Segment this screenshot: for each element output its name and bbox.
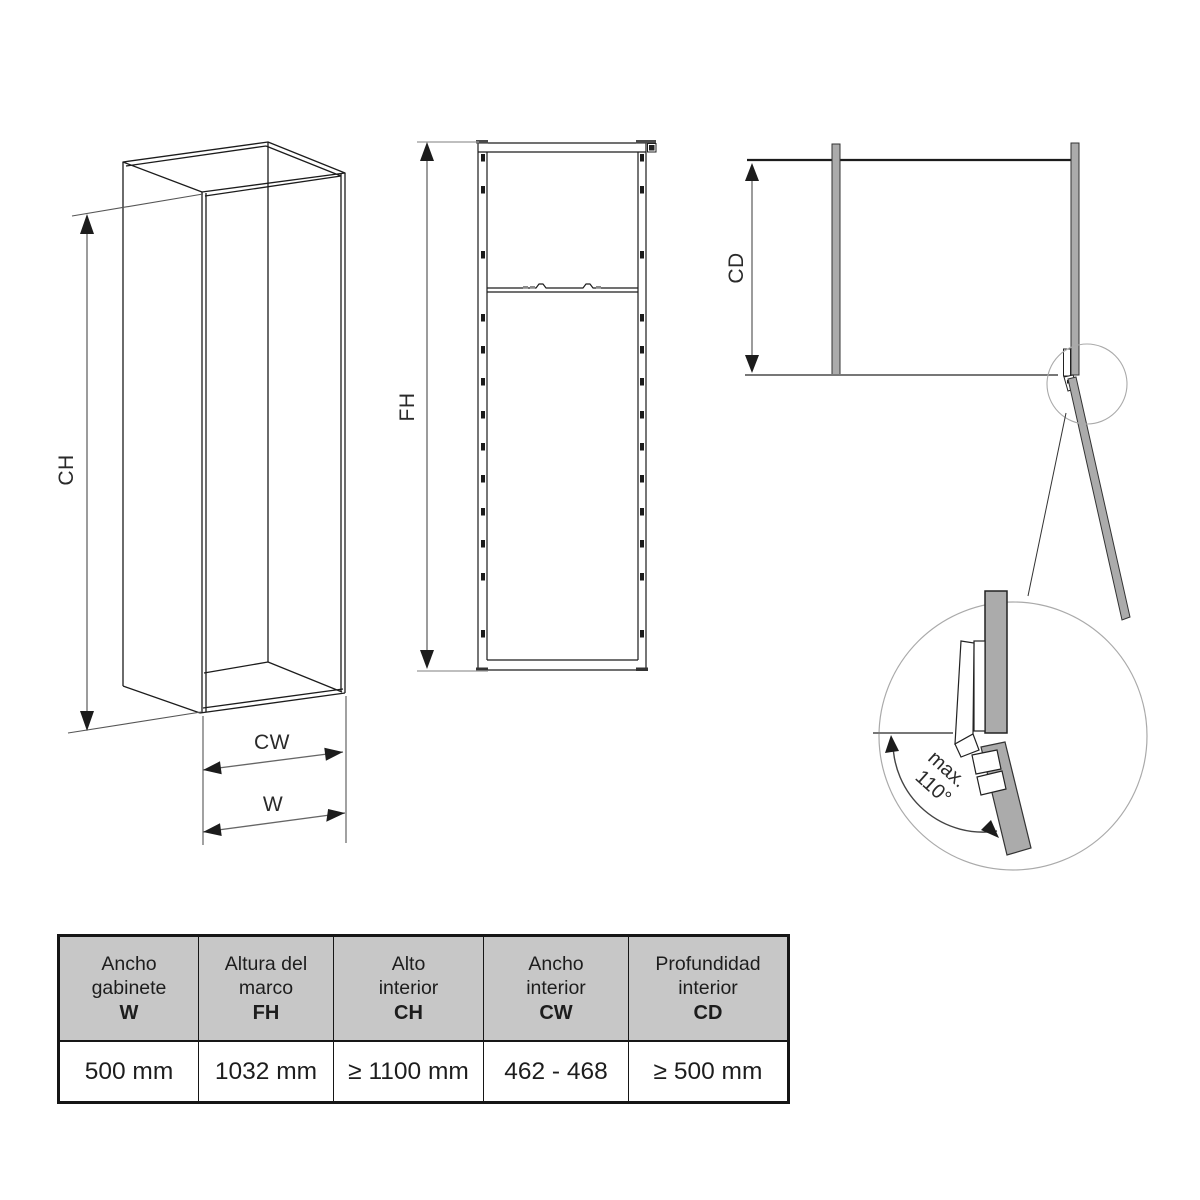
rail-cap bbox=[636, 667, 648, 671]
front-frame-details bbox=[476, 140, 657, 671]
arc-arrow-start bbox=[885, 735, 899, 753]
hinge-detail-callout: max. 110° bbox=[873, 590, 1148, 871]
hinge-elbow bbox=[954, 733, 980, 758]
cd-dimension-label: CD bbox=[725, 252, 748, 283]
table-value-interior-depth: ≥ 500 mm bbox=[629, 1042, 787, 1101]
header-line: Ancho bbox=[528, 953, 584, 975]
back-panel-bar bbox=[831, 143, 841, 376]
frame-divider-top-line bbox=[487, 283, 638, 289]
w-arrow-left bbox=[203, 823, 222, 836]
cd-arrow-up bbox=[745, 163, 759, 181]
header-code: CW bbox=[539, 1002, 573, 1024]
front-panel-bar bbox=[1070, 142, 1080, 376]
table-value-frame-height: 1032 mm bbox=[199, 1042, 334, 1101]
divider-tick bbox=[530, 286, 535, 289]
bracket-cap bbox=[648, 140, 656, 144]
cabinet-top-thickness-lines bbox=[125, 145, 342, 197]
ch-dimension-label: CH bbox=[55, 454, 78, 485]
fh-dimension-label: FH bbox=[396, 393, 419, 422]
fh-arrow-down bbox=[420, 650, 434, 669]
left-rail-holes bbox=[481, 154, 485, 638]
divider-tick bbox=[523, 286, 528, 289]
detail-leader-line bbox=[1027, 412, 1067, 597]
header-line: Alto bbox=[391, 953, 426, 975]
cw-arrow-right bbox=[324, 747, 343, 761]
hinge-mounting-plate bbox=[973, 640, 986, 732]
cabinet-bottom-edges bbox=[122, 661, 346, 714]
table-value-interior-height: ≥ 1100 mm bbox=[334, 1042, 484, 1101]
w-arrow-right bbox=[326, 809, 345, 822]
rail-cap bbox=[476, 140, 488, 144]
table-value-cabinet-width: 500 mm bbox=[60, 1042, 199, 1101]
isometric-cabinet-view bbox=[122, 141, 346, 714]
table-header-cabinet-width: Ancho gabinete W bbox=[60, 937, 199, 1042]
detail-circle bbox=[878, 601, 1148, 871]
header-line: interior bbox=[678, 977, 738, 999]
header-code: W bbox=[119, 1002, 139, 1024]
hinge-cup-block-1 bbox=[971, 749, 1002, 775]
dimension-spec-table: Ancho gabinete W Altura del marco FH Alt… bbox=[57, 934, 790, 1104]
w-dimension-label: W bbox=[263, 793, 283, 816]
table-value-interior-width: 462 - 468 bbox=[484, 1042, 629, 1101]
cd-arrow-down bbox=[745, 355, 759, 373]
table-header-interior-depth: Profundidad interior CD bbox=[629, 937, 787, 1042]
header-code: CD bbox=[693, 1002, 723, 1024]
rail-cap bbox=[636, 140, 648, 144]
cw-dimension-label: CW bbox=[254, 731, 290, 754]
arc-arrow-end bbox=[981, 820, 999, 838]
rail-cap bbox=[476, 667, 488, 671]
hinge-mounting-plate-small bbox=[1063, 348, 1071, 377]
cabinet-drawings-svg: CH CW W bbox=[55, 140, 1148, 871]
header-line: Profundidad bbox=[655, 953, 761, 975]
opening-angle-arc bbox=[892, 740, 998, 833]
side-view: CD bbox=[725, 142, 1131, 621]
cw-dimension-line bbox=[202, 751, 344, 771]
header-line: interior bbox=[526, 977, 586, 999]
right-rail-holes bbox=[640, 154, 644, 638]
table-header-interior-width: Ancho interior CW bbox=[484, 937, 629, 1042]
fh-arrow-up bbox=[420, 142, 434, 161]
header-line: Altura del bbox=[224, 953, 308, 975]
frame-inner-lines bbox=[478, 151, 646, 661]
table-header-interior-height: Alto interior CH bbox=[334, 937, 484, 1042]
open-door-bar bbox=[1067, 376, 1131, 621]
cw-arrow-left bbox=[203, 761, 222, 775]
header-line: interior bbox=[378, 977, 439, 999]
w-dimension-line bbox=[202, 812, 346, 833]
cabinet-vertical-edges bbox=[122, 142, 346, 713]
cw-w-extension-lines bbox=[202, 696, 347, 845]
bracket-hole bbox=[649, 145, 655, 151]
header-line: Ancho bbox=[101, 953, 157, 975]
header-code: CH bbox=[394, 1002, 423, 1024]
fh-extension-lines bbox=[417, 141, 488, 672]
divider-tick bbox=[596, 286, 601, 289]
ch-arrow-up bbox=[80, 214, 94, 234]
hinge-arm bbox=[954, 640, 975, 746]
frame-outline bbox=[477, 142, 647, 671]
cabinet-top-face bbox=[122, 141, 346, 193]
ch-arrow-down bbox=[80, 711, 94, 731]
isometric-dimensions: CH CW W bbox=[55, 193, 347, 845]
hinge-zoom-circle-small bbox=[1046, 343, 1128, 425]
header-line: gabinete bbox=[91, 977, 167, 999]
fh-dimension: FH bbox=[396, 141, 488, 672]
front-frame-view bbox=[477, 142, 647, 671]
hinge-cup-block-2 bbox=[976, 770, 1007, 796]
panel-cross-section bbox=[984, 590, 1008, 734]
header-code: FH bbox=[252, 1002, 280, 1024]
ch-extension-lines bbox=[67, 193, 204, 734]
table-header-frame-height: Altura del marco FH bbox=[199, 937, 334, 1042]
header-line: marco bbox=[238, 977, 294, 999]
